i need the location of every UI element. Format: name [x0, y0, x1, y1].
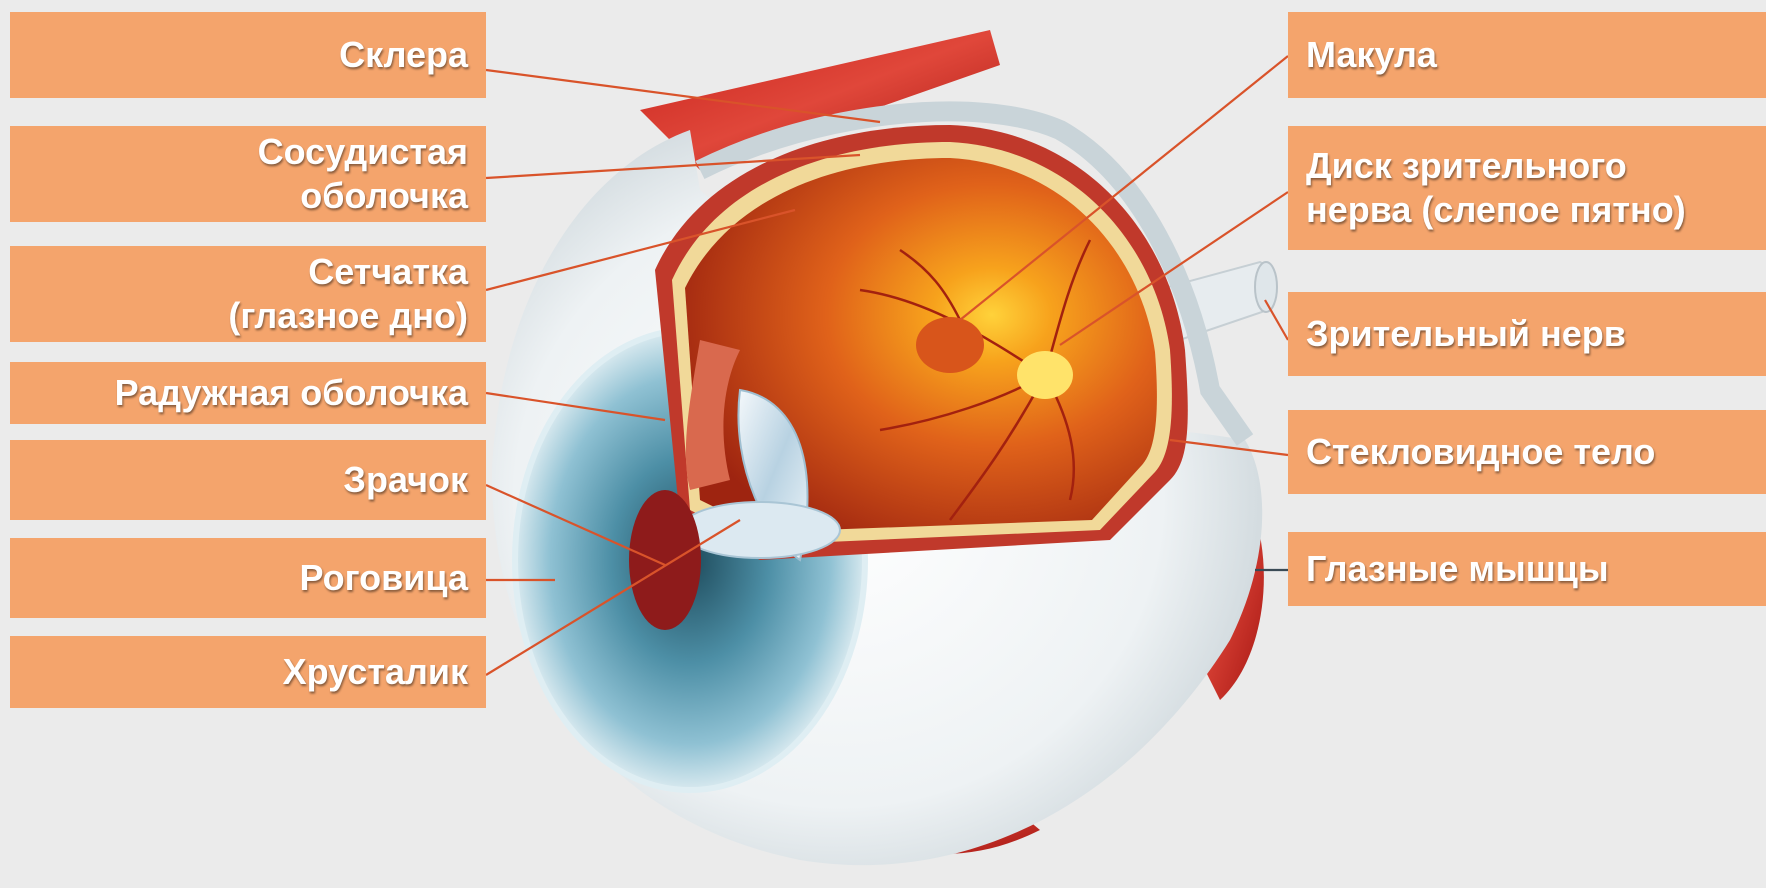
label-choroid: Сосудистая оболочка — [10, 126, 486, 222]
label-vitreous: Стекловидное тело — [1288, 410, 1766, 494]
label-lens: Хрусталик — [10, 636, 486, 708]
label-sclera-text: Склера — [339, 33, 468, 77]
label-macula: Макула — [1288, 12, 1766, 98]
label-optic-disc-text: Диск зрительного нерва (слепое пятно) — [1306, 144, 1686, 232]
label-choroid-text: Сосудистая оболочка — [258, 130, 468, 218]
label-macula-text: Макула — [1306, 33, 1437, 77]
label-pupil-text: Зрачок — [343, 458, 468, 502]
label-iris: Радужная оболочка — [10, 362, 486, 424]
optic-disc-shape — [1017, 351, 1073, 399]
label-iris-text: Радужная оболочка — [115, 371, 468, 415]
pupil-shape — [629, 490, 701, 630]
label-optic-nerve: Зрительный нерв — [1288, 292, 1766, 376]
label-retina-text: Сетчатка (глазное дно) — [228, 250, 468, 338]
label-eye-muscles-text: Глазные мышцы — [1306, 547, 1609, 591]
label-optic-disc: Диск зрительного нерва (слепое пятно) — [1288, 126, 1766, 250]
label-retina: Сетчатка (глазное дно) — [10, 246, 486, 342]
label-lens-text: Хрусталик — [283, 650, 468, 694]
label-cornea-text: Роговица — [300, 556, 468, 600]
label-cornea: Роговица — [10, 538, 486, 618]
label-eye-muscles: Глазные мышцы — [1288, 532, 1766, 606]
label-optic-nerve-text: Зрительный нерв — [1306, 312, 1626, 356]
macula-shape — [916, 317, 984, 373]
label-pupil: Зрачок — [10, 440, 486, 520]
label-sclera: Склера — [10, 12, 486, 98]
label-vitreous-text: Стекловидное тело — [1306, 430, 1655, 474]
